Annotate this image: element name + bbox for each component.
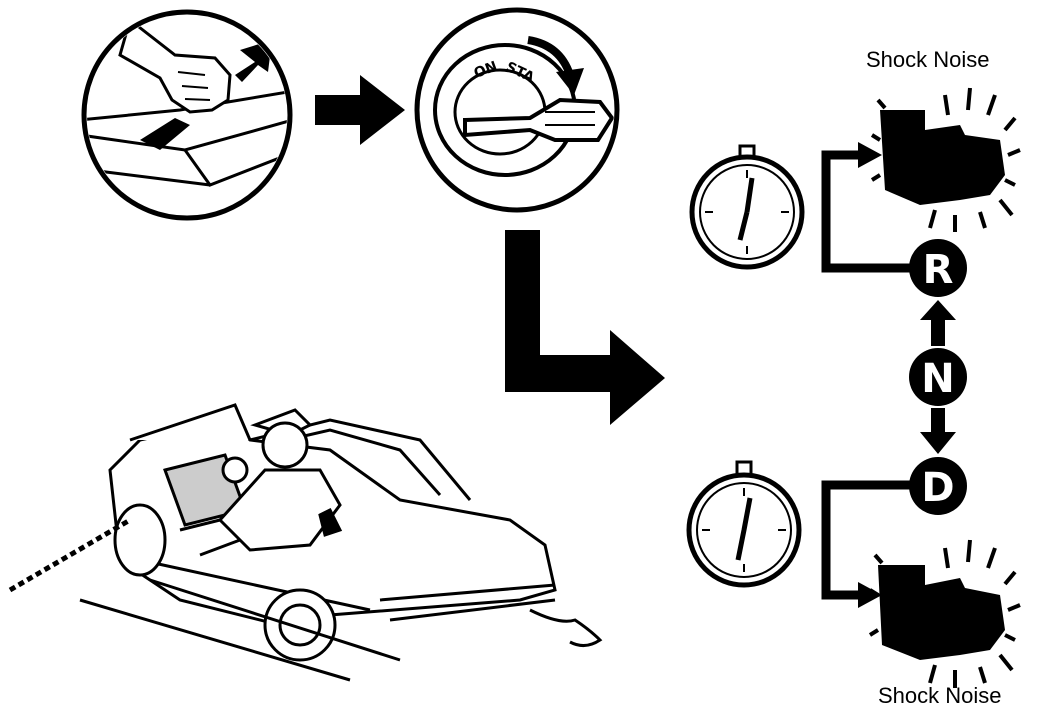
ignition-panel: ON STA bbox=[414, 7, 620, 213]
stopwatch-icon bbox=[686, 460, 802, 588]
arrow-icon bbox=[505, 230, 665, 425]
gear-neutral: N bbox=[909, 348, 967, 406]
bracket-connector bbox=[821, 150, 910, 600]
svg-text:N: N bbox=[921, 356, 954, 402]
svg-text:R: R bbox=[923, 247, 954, 293]
car-icon bbox=[79, 403, 603, 682]
arrow-icon bbox=[920, 408, 956, 454]
arrow-icon bbox=[920, 300, 956, 346]
tow-chain bbox=[8, 517, 132, 593]
arrow-icon bbox=[858, 142, 882, 168]
svg-text:D: D bbox=[921, 465, 954, 511]
shock-noise-label: Shock Noise bbox=[866, 47, 990, 72]
transmission-icon bbox=[870, 87, 1021, 232]
mechanic-icon bbox=[179, 408, 343, 557]
transmission-icon bbox=[868, 539, 1021, 688]
arrow-icon bbox=[858, 582, 882, 608]
gear-reverse: R bbox=[909, 239, 967, 297]
parking-brake-panel bbox=[81, 9, 293, 221]
arrow-icon bbox=[315, 75, 405, 145]
stopwatch-icon bbox=[689, 144, 805, 270]
shock-noise-label: Shock Noise bbox=[878, 683, 1002, 708]
svg-text:ON: ON bbox=[472, 59, 500, 82]
gear-drive: D bbox=[909, 457, 967, 515]
ignition-key-icon: ON STA bbox=[433, 36, 614, 177]
